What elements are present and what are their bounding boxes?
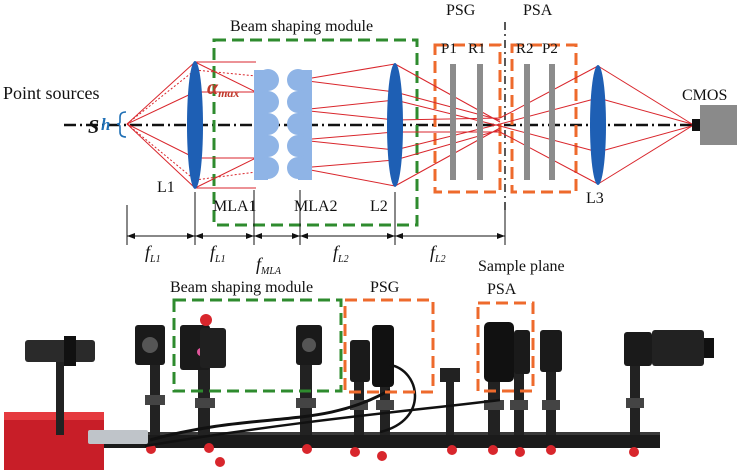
- alpha-subscript: max: [218, 86, 239, 100]
- lens-l3-shape: [590, 65, 606, 185]
- dimension-arrowheads: [127, 233, 505, 239]
- lens-l3-mount: [540, 330, 562, 372]
- schematic: [64, 22, 737, 245]
- r2-label: R2: [516, 41, 534, 57]
- dim-base: f: [430, 242, 438, 262]
- psa-label: PSA: [523, 2, 553, 19]
- r1-label: R1: [468, 41, 486, 57]
- collimator-ring: [64, 336, 76, 366]
- psa-mount: [514, 330, 530, 374]
- dim-label-f-l2-first: fL2: [333, 242, 349, 265]
- light-rays: [126, 61, 693, 189]
- dim-label-f-mla: fMLA: [256, 254, 282, 277]
- cable-3: [379, 363, 417, 434]
- dim-base: f: [210, 242, 218, 262]
- dim-base: f: [256, 254, 264, 274]
- plate-r1-shape: [477, 64, 483, 180]
- source-s-label: S: [88, 116, 99, 138]
- laser-source-box: [4, 412, 104, 470]
- mount-1-aperture: [142, 337, 158, 353]
- l3-label: L3: [586, 190, 604, 207]
- mla2-label: MLA2: [294, 198, 338, 215]
- dim-sub: L1: [149, 254, 161, 265]
- dim-sub: L2: [434, 254, 446, 265]
- dim-sub: MLA: [260, 266, 282, 277]
- alpha-max-label: αmax: [207, 77, 239, 100]
- psg-label: PSG: [446, 2, 476, 19]
- dim-sub: L1: [214, 254, 226, 265]
- dim-label-f-l1-second: fL1: [210, 242, 226, 265]
- lens-l2-shape: [387, 63, 403, 187]
- mla2-shape: [287, 69, 312, 180]
- photo-psa-label: PSA: [487, 281, 517, 298]
- dim-label-f-l2-second: fL2: [430, 242, 446, 265]
- photo-beam-shaping-label: Beam shaping module: [170, 279, 313, 296]
- source-h-label: h: [101, 115, 110, 134]
- fiber-collimator: [25, 340, 95, 362]
- rail-knobs: [146, 443, 639, 467]
- p2-label: P2: [542, 41, 558, 57]
- laser-source-front: [4, 412, 104, 420]
- dim-label-f-l1-first: fL1: [145, 242, 161, 265]
- h-brace-icon: [116, 111, 127, 138]
- laser-connector: [88, 430, 148, 444]
- cable-1: [149, 388, 391, 442]
- plate-r2-shape: [524, 64, 530, 180]
- cmos-camera-body: [652, 330, 704, 366]
- lens-l2-aperture: [302, 338, 316, 352]
- p1-label: P1: [441, 41, 457, 57]
- sample-holder: [440, 368, 460, 382]
- cmos-camera-mount: [624, 332, 652, 366]
- cmos-sensor-face: [692, 119, 700, 131]
- psg-rotation-mount: [372, 325, 394, 387]
- dimension-lines: [126, 190, 506, 245]
- psa-rotation-mount: [484, 322, 514, 382]
- dim-sub: L2: [337, 254, 349, 265]
- mla2-mount: [200, 328, 226, 368]
- photo-psg-label: PSG: [370, 279, 400, 296]
- alpha-symbol: α: [207, 77, 219, 99]
- mla1-knob-icon: [200, 314, 212, 326]
- sample-plane-label: Sample plane: [478, 258, 565, 275]
- cmos-label: CMOS: [682, 87, 727, 104]
- beam-shaping-module-label: Beam shaping module: [230, 18, 373, 35]
- photo-beam-shaping-box: [172, 298, 343, 393]
- optical-rail: [100, 432, 660, 448]
- photo-psa-box: [476, 301, 535, 393]
- post-collars: [145, 395, 644, 410]
- mla1-label: MLA1: [213, 198, 257, 215]
- l1-label: L1: [157, 179, 175, 196]
- l2-label: L2: [370, 198, 388, 215]
- optical-bench-photo: [4, 298, 714, 470]
- psg-box: [433, 43, 502, 194]
- psa-box: [510, 43, 578, 194]
- psg-mount: [350, 340, 370, 382]
- photo-psg-box: [343, 298, 435, 394]
- cmos-body: [700, 105, 737, 145]
- dim-base: f: [333, 242, 341, 262]
- dim-base: f: [145, 242, 153, 262]
- plate-p2-shape: [549, 64, 555, 180]
- cmos-camera-cap: [704, 338, 714, 358]
- lens-l1-shape: [187, 61, 203, 189]
- cable-2: [144, 398, 501, 448]
- plate-p1-shape: [450, 64, 456, 180]
- point-sources-label: Point sources: [3, 83, 100, 103]
- mla1-shape: [254, 69, 279, 180]
